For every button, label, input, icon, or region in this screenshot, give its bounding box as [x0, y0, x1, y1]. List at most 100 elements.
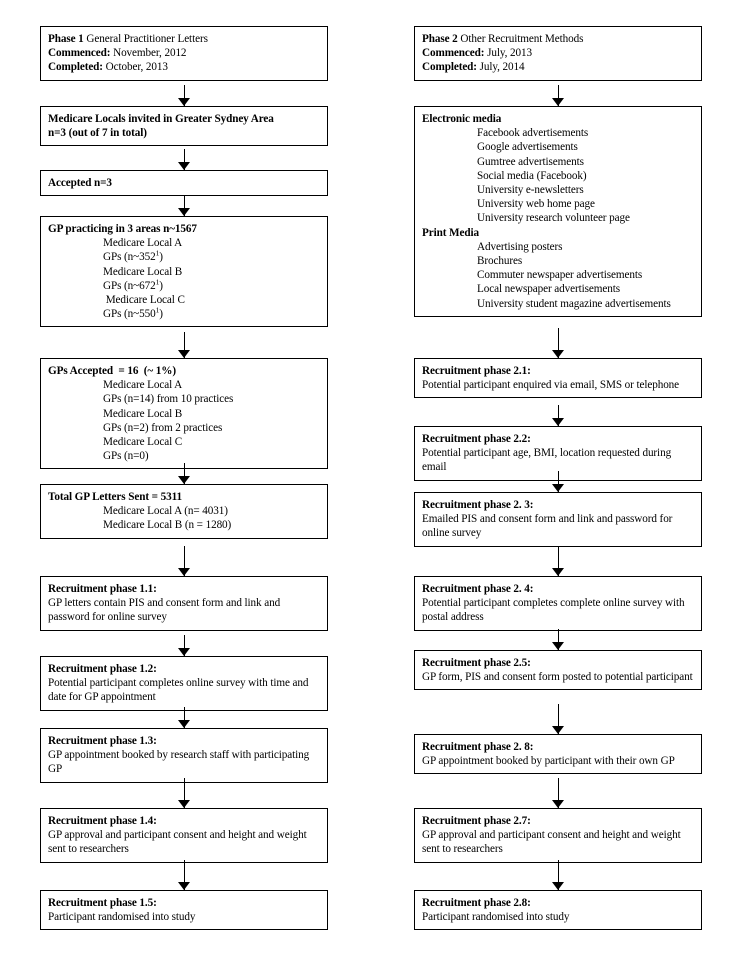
node-text-line: Recruitment phase 1.4: — [48, 815, 157, 827]
node-text-line: Potential participant age, BMI, location… — [422, 447, 672, 474]
flow-arrow — [178, 463, 191, 484]
arrow-head-icon — [178, 648, 190, 656]
node-text-line: Participant randomised into study — [422, 911, 570, 924]
node-text-line: GP form, PIS and consent form posted to … — [422, 671, 693, 684]
flow-node-p2-phase-2-7: Recruitment phase 2.7:GP approval and pa… — [414, 808, 702, 863]
flow-arrow — [552, 546, 565, 576]
node-text-line: Social media (Facebook) — [477, 169, 587, 182]
arrow-head-icon — [552, 642, 564, 650]
node-text-line: Google advertisements — [477, 141, 578, 154]
flow-arrow — [178, 85, 191, 106]
node-text-line: Recruitment phase 2.7: — [422, 815, 531, 827]
flow-node-p2-phase-2-4: Recruitment phase 2. 4:Potential partici… — [414, 576, 702, 631]
flow-arrow — [178, 778, 191, 808]
arrow-stem — [558, 778, 560, 808]
arrow-stem — [558, 328, 560, 358]
arrow-head-icon — [178, 568, 190, 576]
node-text-line: Recruitment phase 1.1: — [48, 583, 157, 595]
node-text-line: Medicare Local C — [103, 436, 183, 449]
node-text-line: Potential participant completes complete… — [422, 597, 685, 624]
arrow-head-icon — [178, 800, 190, 808]
flow-node-p2-phase-2-6: Recruitment phase 2. 8:GP appointment bo… — [414, 734, 702, 775]
node-text-line: GP approval and participant consent and … — [48, 829, 307, 856]
flow-node-p1-accepted: Accepted n=3 — [40, 170, 328, 197]
arrow-stem — [558, 704, 560, 734]
node-text-line: Completed: July, 2014 — [422, 61, 525, 74]
node-text-line: Medicare Locals invited in Greater Sydne… — [48, 113, 274, 125]
flow-node-p1-phase-1-4: Recruitment phase 1.4: GP approval and pa… — [40, 808, 328, 863]
node-text-line: GPs (n=2) from 2 practices — [103, 421, 223, 434]
node-text-line: Recruitment phase 1.5: — [48, 897, 157, 909]
node-text-line: Brochures — [477, 255, 523, 268]
node-text-line: Potential participant enquired via email… — [422, 379, 680, 392]
arrow-stem — [184, 546, 186, 576]
arrow-head-icon — [552, 98, 564, 106]
flow-node-p2-phase-2-3: Recruitment phase 2. 3: Emailed PIS and c… — [414, 492, 702, 547]
node-text-line: Recruitment phase 1.2: — [48, 663, 157, 675]
node-text-line: Total GP Letters Sent = 5311 — [48, 491, 182, 503]
flow-arrow — [178, 635, 191, 656]
node-text-line: Potential participant completes online s… — [48, 677, 309, 704]
node-text-line: Electronic media — [422, 113, 502, 125]
node-text-line: GPs Accepted = 16 (~ 1%) — [48, 365, 176, 377]
arrow-stem — [184, 778, 186, 808]
flow-arrow — [178, 860, 191, 890]
node-text-line: Recruitment phase 2. 3: — [422, 499, 534, 511]
arrow-stem — [184, 707, 186, 728]
arrow-head-icon — [552, 726, 564, 734]
node-text-line: Medicare Local B — [103, 265, 183, 278]
arrow-head-icon — [178, 208, 190, 216]
node-text-line: GP practicing in 3 areas n~1567 — [48, 223, 197, 235]
node-text-line: Emailed PIS and consent form and link an… — [422, 513, 673, 540]
flow-arrow — [178, 332, 191, 358]
node-text-line: Advertising posters — [477, 240, 563, 253]
node-text-line: Medicare Local B — [103, 407, 183, 420]
flow-node-p1-phase-1-2: Recruitment phase 1.2: Potential particip… — [40, 656, 328, 711]
arrow-stem — [184, 860, 186, 890]
flow-node-p1-medicare-locals: Medicare Locals invited in Greater Sydne… — [40, 106, 328, 147]
arrow-head-icon — [178, 350, 190, 358]
node-text-line: Commenced: November, 2012 — [48, 47, 187, 60]
flow-arrow — [178, 195, 191, 216]
node-text-line: GP appointment booked by research staff … — [48, 749, 310, 776]
node-text-line: Medicare Local A (n= 4031) — [103, 505, 228, 518]
node-text-line: University web home page — [477, 198, 595, 211]
arrow-head-icon — [178, 882, 190, 890]
node-text-line: Recruitment phase 2.1: — [422, 365, 531, 377]
arrow-stem — [558, 405, 560, 426]
node-text-line: GPs (n=14) from 10 practices — [103, 393, 234, 406]
node-text-line: University student magazine advertisemen… — [477, 297, 671, 310]
node-text-line: GPs (n~6721) — [103, 277, 163, 292]
flow-arrow — [552, 328, 565, 358]
node-text-line: GPs (n=0) — [103, 450, 149, 463]
flow-node-p1-phase-1-5: Recruitment phase 1.5: Participant random… — [40, 890, 328, 931]
flow-arrow — [552, 85, 565, 106]
arrow-head-icon — [178, 476, 190, 484]
arrow-head-icon — [552, 484, 564, 492]
arrow-head-icon — [552, 800, 564, 808]
arrow-head-icon — [178, 98, 190, 106]
arrow-head-icon — [552, 418, 564, 426]
flow-node-p2-phase-2-5: Recruitment phase 2.5: GP form, PIS and c… — [414, 650, 702, 691]
arrow-stem — [184, 332, 186, 358]
arrow-head-icon — [178, 720, 190, 728]
node-text-line: GPs (n~3521) — [103, 248, 163, 264]
node-text-line: Medicare Local A — [103, 379, 183, 392]
arrow-head-icon — [178, 162, 190, 170]
node-text-line: Medicare Local B (n = 1280) — [103, 519, 232, 532]
arrow-head-icon — [552, 568, 564, 576]
arrow-stem — [184, 149, 186, 170]
node-text-line: GP letters contain PIS and consent form … — [48, 597, 281, 624]
flow-node-p2-phase-2-1: Recruitment phase 2.1: Potential particip… — [414, 358, 702, 399]
node-text-line: Participant randomised into study — [48, 911, 196, 924]
node-text-line: Facebook advertisements — [477, 127, 589, 140]
arrow-stem — [558, 471, 560, 492]
node-text-line: Recruitment phase 2.5: — [422, 657, 531, 669]
node-text-line: n=3 (out of 7 in total) — [48, 127, 147, 140]
node-text-line: Local newspaper advertisements — [477, 283, 621, 296]
node-text-line: GP appointment booked by participant wit… — [422, 755, 675, 768]
